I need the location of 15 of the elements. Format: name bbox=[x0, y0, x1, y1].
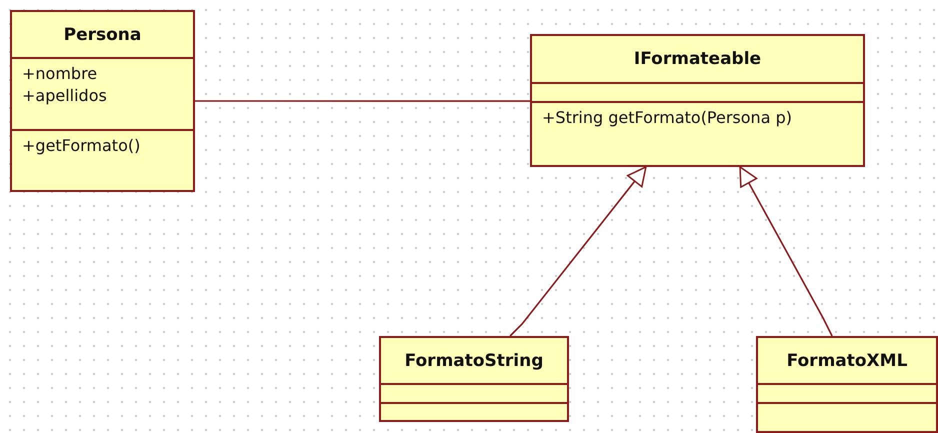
class-box bbox=[379, 336, 569, 422]
method-text: +String getFormato(Persona p) bbox=[542, 107, 792, 129]
class-name: FormatoString bbox=[404, 350, 544, 370]
class-name: IFormateable bbox=[634, 49, 762, 69]
attribute-text: +nombre bbox=[22, 63, 98, 85]
class-name: Persona bbox=[64, 24, 142, 44]
attribute-text: +apellidos bbox=[22, 85, 107, 107]
class-box bbox=[756, 336, 938, 433]
class-box bbox=[530, 34, 865, 167]
class-name: FormatoXML bbox=[786, 350, 908, 370]
generalization-arrow bbox=[739, 166, 833, 336]
class-box bbox=[10, 10, 195, 192]
generalization-arrow bbox=[510, 166, 647, 337]
method-text: +getFormato() bbox=[22, 135, 140, 157]
association-line bbox=[195, 100, 530, 102]
